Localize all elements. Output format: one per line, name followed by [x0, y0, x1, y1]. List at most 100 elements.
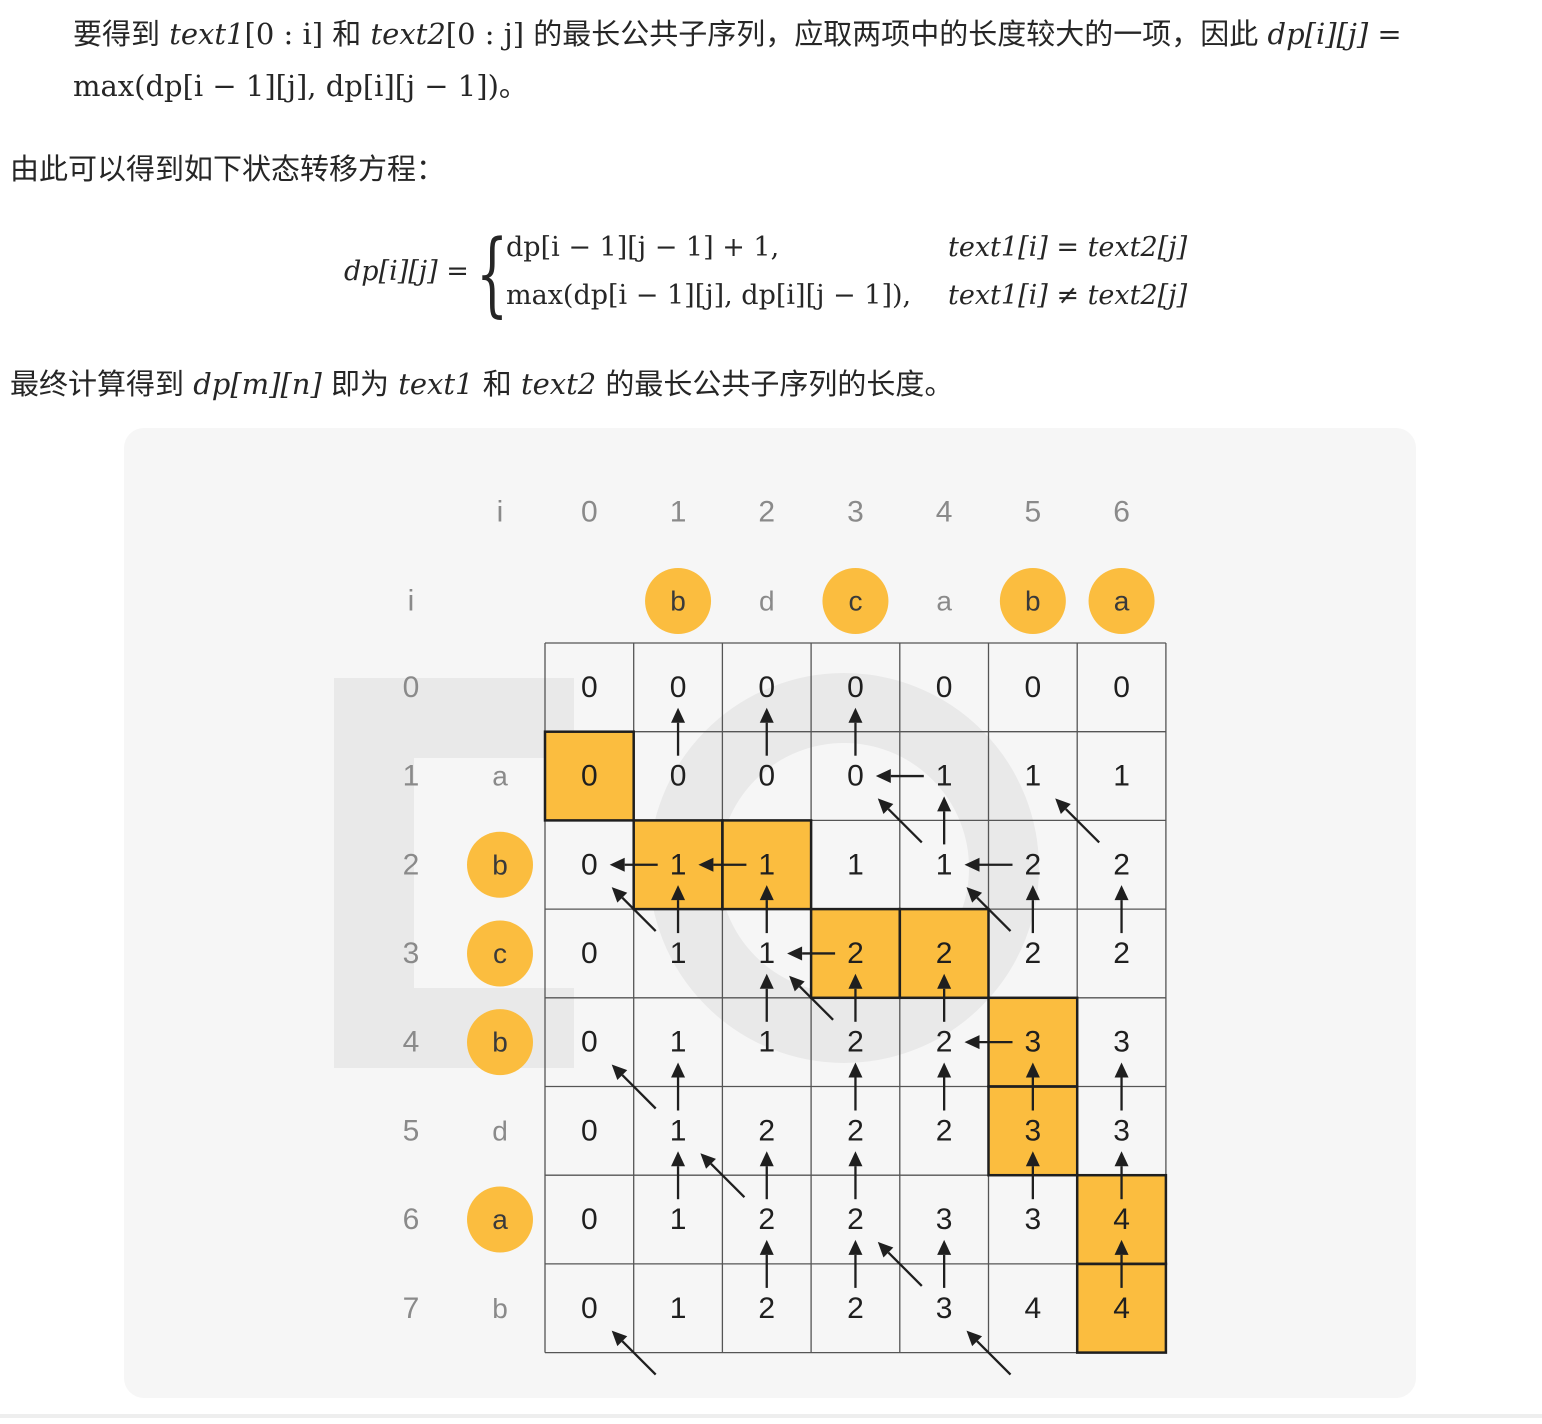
arrow-up: [937, 973, 952, 1022]
col-index-label: 4: [936, 496, 953, 529]
arrow-head: [611, 887, 628, 903]
dp-cell-value: 2: [1025, 937, 1042, 970]
row-index-label: 5: [403, 1114, 420, 1147]
p1-range-i: [0 : i]: [244, 17, 324, 51]
arrow-head: [1055, 798, 1071, 814]
arrow-up: [848, 707, 863, 756]
arrow-head: [611, 1064, 628, 1081]
arrow-up: [1025, 885, 1040, 934]
col-char-label: a: [936, 586, 952, 617]
dp-cell-value: 3: [1113, 1026, 1130, 1059]
p1-and: 和: [323, 17, 371, 51]
col-index-label: 5: [1025, 496, 1042, 529]
p3-prefix: 最终计算得到: [10, 367, 194, 401]
p1-text2: text2: [370, 17, 446, 51]
arrow-head: [1114, 1062, 1129, 1078]
arrow-up: [671, 1062, 686, 1111]
dp-cell-value: 1: [758, 937, 775, 970]
dp-cell-value: 1: [670, 937, 687, 970]
arrow-head: [848, 1239, 863, 1255]
arrow-head: [937, 1062, 952, 1078]
dp-cell-value: 0: [581, 671, 598, 704]
row-char-label: a: [492, 761, 508, 792]
dp-cell-value: 0: [758, 671, 775, 704]
paragraph-3: 最终计算得到 dp[m][n] 即为 text1 和 text2 的最长公共子序…: [10, 358, 953, 410]
col-index-label: 0: [581, 496, 598, 529]
arrow-up: [848, 973, 863, 1022]
arrow-up: [848, 1062, 863, 1111]
arrow-head: [1025, 1151, 1040, 1167]
paragraph-2: 由此可以得到如下状态转移方程：: [10, 152, 446, 186]
arrow-head: [671, 707, 686, 723]
arrow-diagonal: [700, 1153, 746, 1199]
arrow-head: [937, 1239, 952, 1255]
arrow-head: [964, 857, 980, 872]
dp-cell-value: 2: [847, 1114, 864, 1147]
arrow-head: [671, 1151, 686, 1167]
col-char-label: b: [1025, 586, 1041, 617]
row-char-label: d: [492, 1115, 508, 1146]
dp-cell-value: 0: [581, 937, 598, 970]
arrow-up: [671, 885, 686, 934]
arrow-head: [1114, 1239, 1129, 1255]
row-index-label: 1: [403, 760, 420, 793]
dp-cell-value: 0: [581, 760, 598, 793]
arrow-up: [937, 796, 952, 845]
arrow-shaft: [621, 1340, 657, 1376]
arrow-diagonal: [611, 1064, 657, 1110]
paragraph-1-line-2: max(dp[i − 1][j], dp[i][j − 1])。: [73, 69, 528, 103]
equation-condition-1: text1[i] = text2[j]: [948, 232, 1188, 263]
p1-range-j: [0 : j]: [445, 17, 525, 51]
arrow-head: [877, 1241, 894, 1258]
highlighted-cell-border: [543, 730, 635, 822]
dp-cell-value: 1: [1025, 760, 1042, 793]
arrow-head: [609, 857, 625, 872]
arrow-up: [671, 1151, 686, 1200]
p3-suffix: 的最长公共子序列的长度。: [596, 367, 954, 401]
row-char-label: b: [492, 849, 508, 880]
dp-cell-value: 1: [758, 1026, 775, 1059]
row-char-highlight: [467, 831, 533, 898]
col-char-label: c: [848, 586, 862, 617]
dp-cell-value: 2: [758, 1203, 775, 1236]
equation-condition-2: text1[i] ≠ text2[j]: [948, 280, 1188, 311]
row-index-label: 0: [403, 671, 420, 704]
dp-cell-value: 1: [936, 760, 953, 793]
arrow-head: [1114, 1151, 1129, 1167]
arrow-head: [937, 973, 952, 989]
arrow-head: [671, 1062, 686, 1078]
arrow-shaft: [798, 985, 834, 1021]
arrow-up: [848, 1151, 863, 1200]
dp-cell-value: 2: [936, 1026, 953, 1059]
dp-cell-value: 1: [847, 848, 864, 881]
col-char-label: a: [1114, 586, 1130, 617]
arrow-left: [964, 1035, 1013, 1050]
dp-cell-value: 0: [1113, 671, 1130, 704]
arrow-head: [759, 707, 774, 723]
equation-case-1: dp[i − 1][j − 1] + 1,: [506, 232, 780, 263]
arrow-left: [964, 857, 1013, 872]
arrow-shaft: [976, 1340, 1012, 1376]
arrow-head: [848, 1151, 863, 1167]
dp-cell-value: 1: [758, 848, 775, 881]
arrow-head: [966, 887, 983, 903]
p1-rest: 的最长公共子序列，应取两项中的长度较大的一项，因此: [524, 17, 1268, 51]
row-char-label: b: [492, 1027, 508, 1058]
p3-text2: text2: [520, 367, 597, 401]
dp-cell-value: 2: [1025, 848, 1042, 881]
arrow-up: [759, 707, 774, 756]
arrow-head: [698, 857, 714, 872]
row-index-label: 4: [403, 1026, 420, 1059]
arrow-head: [1025, 1062, 1040, 1078]
arrow-shaft: [887, 808, 923, 844]
dp-cell-value: 0: [581, 1203, 598, 1236]
arrow-head: [1025, 885, 1040, 901]
equation-lhs: dp[i][j] =: [344, 256, 469, 287]
dp-cell-value: 1: [670, 1114, 687, 1147]
dp-cell-value: 1: [670, 1203, 687, 1236]
arrow-head: [848, 707, 863, 723]
arrow-head: [759, 885, 774, 901]
arrow-shaft: [976, 896, 1012, 932]
col-char-highlight: [1088, 568, 1155, 634]
